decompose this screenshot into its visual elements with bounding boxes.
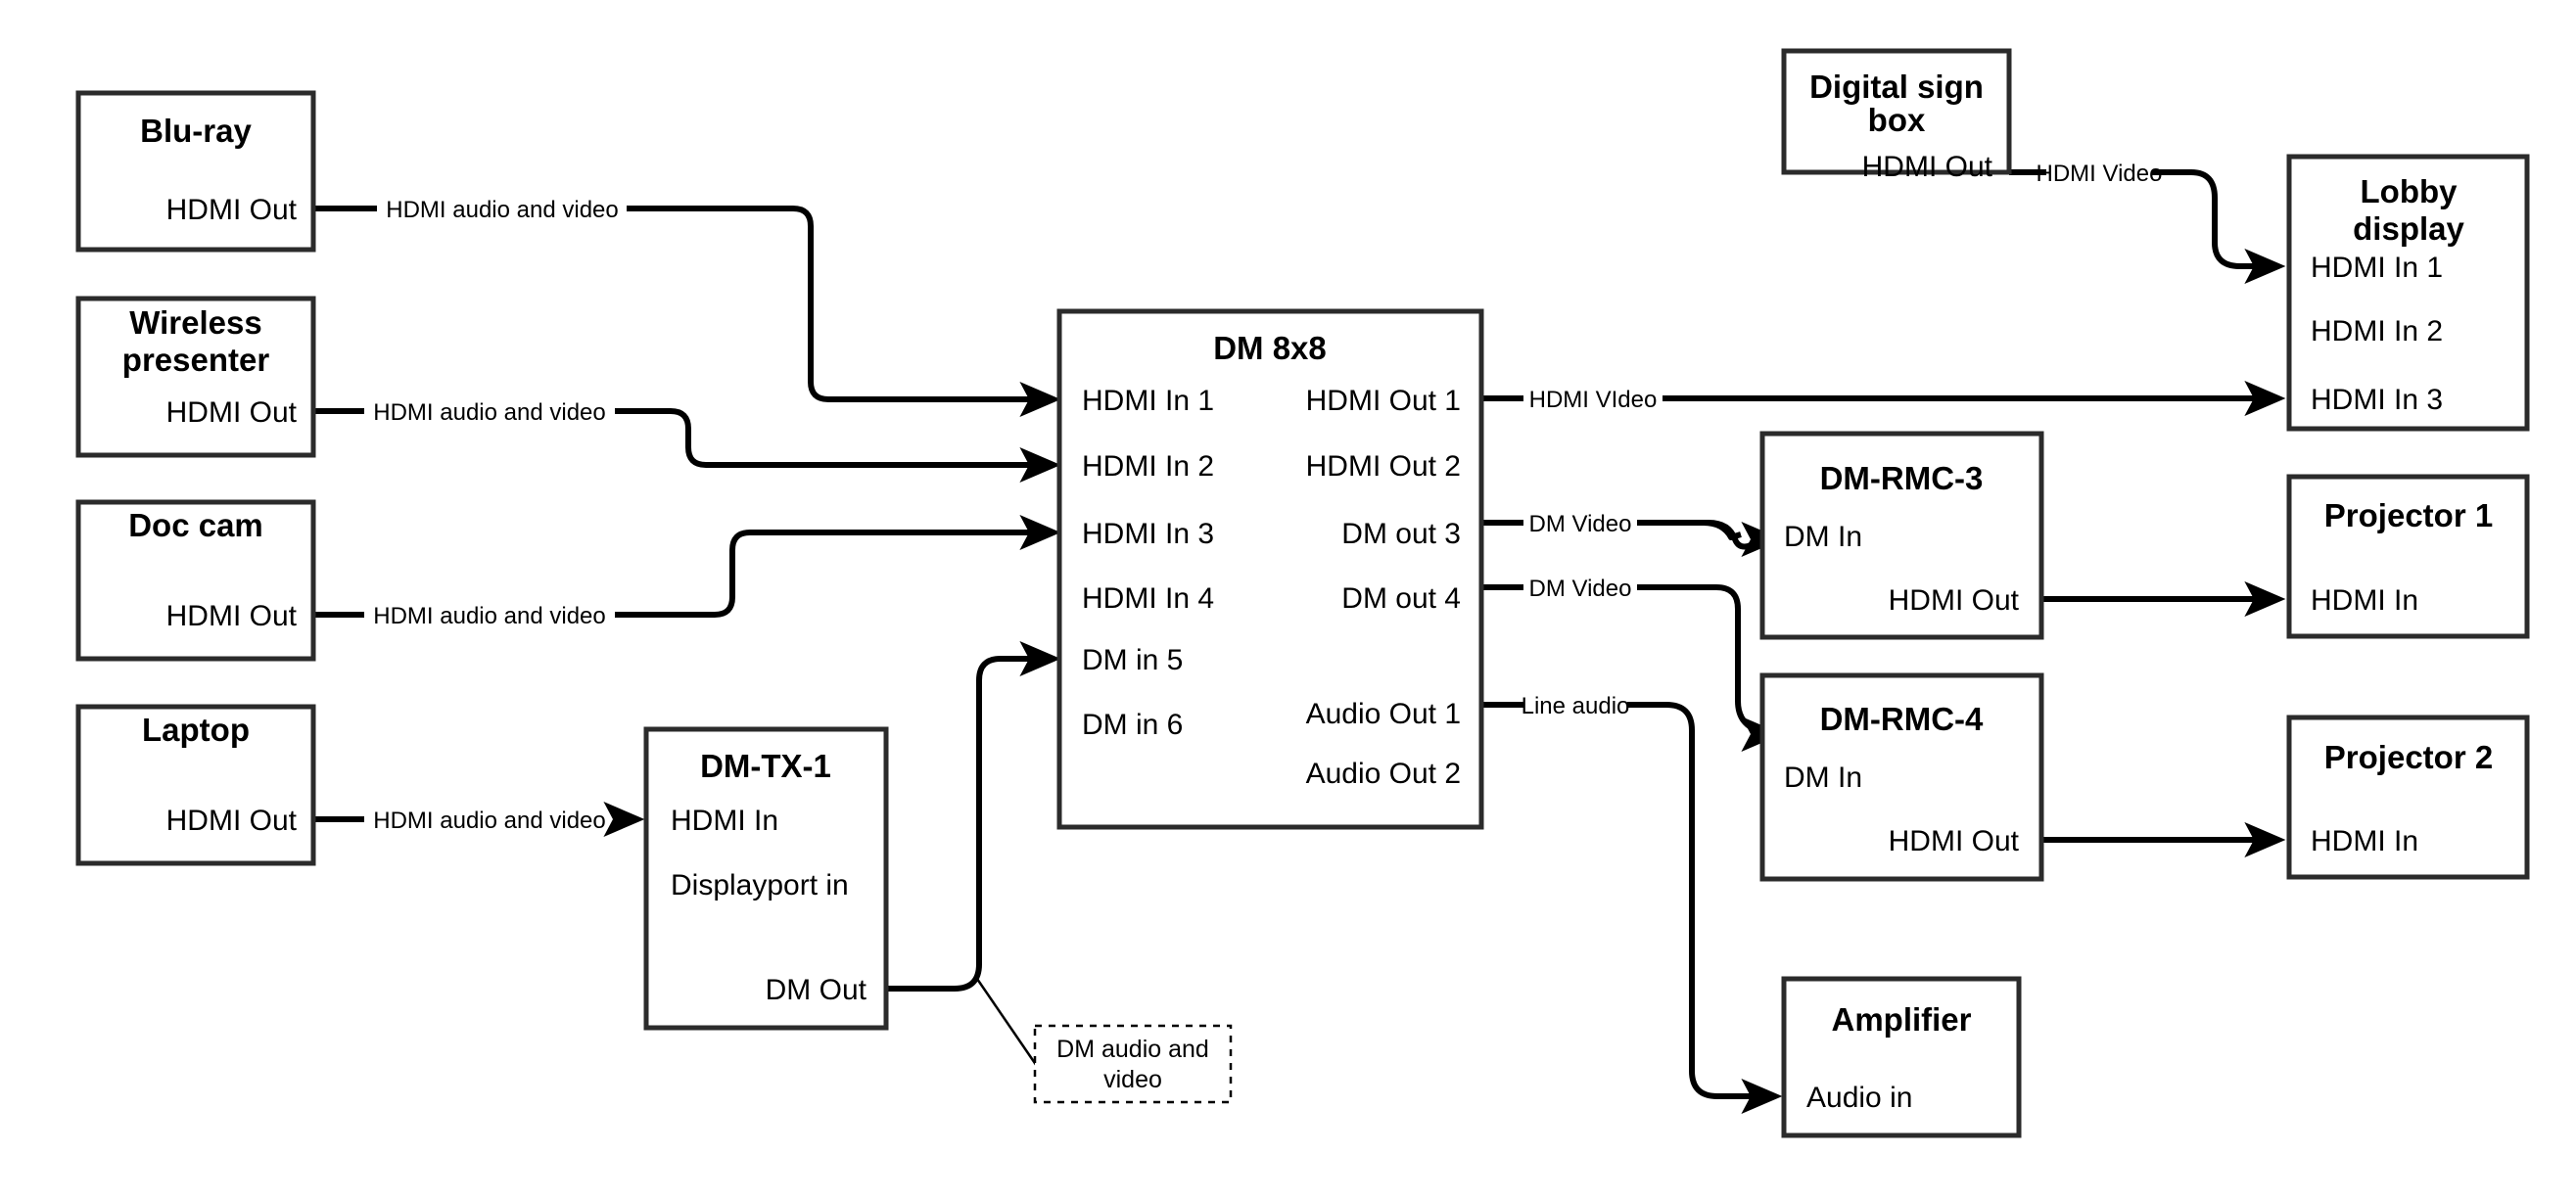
callout-dm-audio-video-line-2: video: [1103, 1066, 1162, 1093]
node-digital-sign-box-box: [1781, 48, 2012, 175]
node-dm-tx-1-title: DM-TX-1: [700, 748, 831, 784]
node-dm-8x8-port-dm-in-5: DM in 5: [1082, 644, 1183, 676]
link-label-dm-hdmi-out-1: HDMI VIdeo: [1529, 387, 1658, 413]
node-amplifier-box: [1781, 976, 2022, 1138]
node-dm-rmc-3-port-dm-in: DM In: [1784, 521, 1862, 553]
node-digital-sign-box[interactable]: Digital sign box HDMI Out: [1781, 48, 2012, 183]
node-doc-cam-box: [75, 499, 316, 662]
link-label-dm-audio-out-1: Line audio: [1522, 693, 1630, 719]
node-doc-cam-title: Doc cam: [128, 507, 263, 543]
node-dm-rmc-3-box: [1759, 431, 2044, 640]
node-dm-rmc-4-port-hdmi-out: HDMI Out: [1889, 825, 2020, 857]
node-dm-rmc-4-port-dm-in: DM In: [1784, 762, 1862, 794]
node-dm-8x8-port-hdmi-in-2: HDMI In 2: [1082, 450, 1214, 483]
node-dm-tx-1-box: [643, 726, 889, 1031]
node-projector-1[interactable]: Projector 1 HDMI In: [2286, 474, 2530, 639]
node-dm-8x8-box: [1056, 308, 1484, 830]
node-projector-2-box: [2286, 715, 2530, 880]
node-lobby-display-title-1: Lobby: [2361, 173, 2459, 209]
node-wireless-presenter-box: [75, 296, 316, 458]
node-amplifier-port-audio-in: Audio in: [1806, 1082, 1912, 1114]
link-label-sign-to-lobby: HDMI Video: [2037, 161, 2163, 187]
node-dm-rmc-4-title: DM-RMC-4: [1820, 701, 1984, 737]
node-projector-2-title: Projector 2: [2324, 739, 2493, 775]
node-dm-8x8-port-dm-out-4: DM out 4: [1341, 582, 1461, 615]
node-digital-sign-box-port-hdmi-out: HDMI Out: [1862, 151, 1993, 183]
node-dm-8x8-port-audio-out-1: Audio Out 1: [1306, 698, 1461, 730]
node-dm-tx-1[interactable]: DM-TX-1 HDMI In Displayport in DM Out: [643, 726, 889, 1031]
wire-wireless-to-dm: [615, 408, 1061, 483]
node-lobby-display-box: [2286, 154, 2530, 432]
link-label-dm-dm-out-3: DM Video: [1529, 511, 1632, 537]
node-laptop-port-hdmi-out: HDMI Out: [166, 805, 298, 837]
node-dm-8x8-port-hdmi-out-2: HDMI Out 2: [1306, 450, 1461, 483]
node-wireless-presenter-title-1: Wireless: [129, 304, 261, 341]
node-dm-8x8-title: DM 8x8: [1213, 330, 1327, 366]
callout-dm-audio-video-box: [1033, 1024, 1233, 1104]
node-lobby-display[interactable]: Lobby display HDMI In 1 HDMI In 2 HDMI I…: [2286, 154, 2530, 432]
node-lobby-display-port-hdmi-in-2: HDMI In 2: [2311, 315, 2443, 347]
node-dm-8x8-port-dm-out-3: DM out 3: [1341, 518, 1461, 550]
node-dm-8x8-port-hdmi-in-4: HDMI In 4: [1082, 582, 1214, 615]
node-bluray-port-hdmi-out: HDMI Out: [166, 194, 298, 226]
node-projector-1-port-hdmi-in: HDMI In: [2311, 584, 2418, 617]
node-laptop-title: Laptop: [142, 712, 250, 748]
node-dm-8x8-port-dm-in-6: DM in 6: [1082, 709, 1183, 741]
wire-dm-to-rmc3: [1637, 520, 1783, 557]
node-wireless-presenter-title-2: presenter: [122, 342, 270, 378]
node-doc-cam-port-hdmi-out: HDMI Out: [166, 600, 298, 632]
node-bluray-box: [75, 90, 316, 253]
node-projector-1-title: Projector 1: [2324, 497, 2493, 533]
node-doc-cam[interactable]: Doc cam HDMI Out: [75, 499, 316, 662]
node-lobby-display-title-2: display: [2353, 210, 2464, 247]
node-digital-sign-box-title-2: box: [1868, 102, 1926, 138]
node-projector-2-port-hdmi-in: HDMI In: [2311, 825, 2418, 857]
node-projector-1-box: [2286, 474, 2530, 639]
wire-doccam-to-dm: [615, 515, 1061, 618]
node-laptop[interactable]: Laptop HDMI Out: [75, 704, 316, 866]
node-lobby-display-port-hdmi-in-1: HDMI In 1: [2311, 252, 2443, 284]
node-digital-sign-box-title-1: Digital sign: [1809, 69, 1984, 105]
link-label-dm-dm-out-4: DM Video: [1529, 576, 1632, 602]
node-amplifier-title: Amplifier: [1831, 1001, 1971, 1038]
link-label-laptop-to-tx: HDMI audio and video: [373, 808, 605, 834]
node-dm-8x8-port-hdmi-out-1: HDMI Out 1: [1306, 385, 1461, 417]
node-lobby-display-port-hdmi-in-3: HDMI In 3: [2311, 384, 2443, 416]
node-amplifier[interactable]: Amplifier Audio in: [1781, 976, 2022, 1138]
wire-bluray-to-dm: [627, 206, 1061, 417]
wire-tx-to-dm: [886, 641, 1061, 992]
node-dm-8x8-port-hdmi-in-1: HDMI In 1: [1082, 385, 1214, 417]
link-label-wireless-to-dm: HDMI audio and video: [373, 399, 605, 426]
node-dm-tx-1-port-dm-out: DM Out: [766, 974, 867, 1006]
node-wireless-presenter[interactable]: Wireless presenter HDMI Out: [75, 296, 316, 458]
callout-dm-audio-video: DM audio and video: [1033, 1024, 1233, 1104]
node-dm-rmc-3[interactable]: DM-RMC-3 DM In HDMI Out: [1759, 431, 2044, 640]
node-dm-8x8-port-hdmi-in-3: HDMI In 3: [1082, 518, 1214, 550]
node-dm-rmc-4[interactable]: DM-RMC-4 DM In HDMI Out: [1759, 672, 2044, 882]
node-dm-8x8-port-audio-out-2: Audio Out 2: [1306, 758, 1461, 790]
node-dm-rmc-3-title: DM-RMC-3: [1820, 460, 1984, 496]
node-dm-rmc-4-box: [1759, 672, 2044, 882]
wire-sign-to-lobby: [2152, 169, 2286, 284]
callout-dm-audio-video-line-1: DM audio and: [1056, 1036, 1209, 1063]
link-label-doccam-to-dm: HDMI audio and video: [373, 603, 605, 629]
node-projector-2[interactable]: Projector 2 HDMI In: [2286, 715, 2530, 880]
node-dm-tx-1-port-hdmi-in: HDMI In: [671, 805, 778, 837]
node-wireless-presenter-port-hdmi-out: HDMI Out: [166, 396, 298, 429]
link-label-bluray-to-dm: HDMI audio and video: [386, 197, 618, 223]
node-dm-rmc-3-port-hdmi-out: HDMI Out: [1889, 584, 2020, 617]
wire-dm-to-amplifier: [1627, 702, 1783, 1114]
node-laptop-box: [75, 704, 316, 866]
callout-leader-line: [975, 978, 1043, 1073]
node-dm-8x8[interactable]: DM 8x8 HDMI In 1 HDMI In 2 HDMI In 3 HDM…: [1056, 308, 1484, 830]
node-bluray[interactable]: Blu-ray HDMI Out: [75, 90, 316, 253]
node-bluray-title: Blu-ray: [140, 113, 252, 149]
wire-dm-to-rmc4: [1637, 584, 1783, 752]
node-dm-tx-1-port-displayport-in: Displayport in: [671, 869, 849, 901]
